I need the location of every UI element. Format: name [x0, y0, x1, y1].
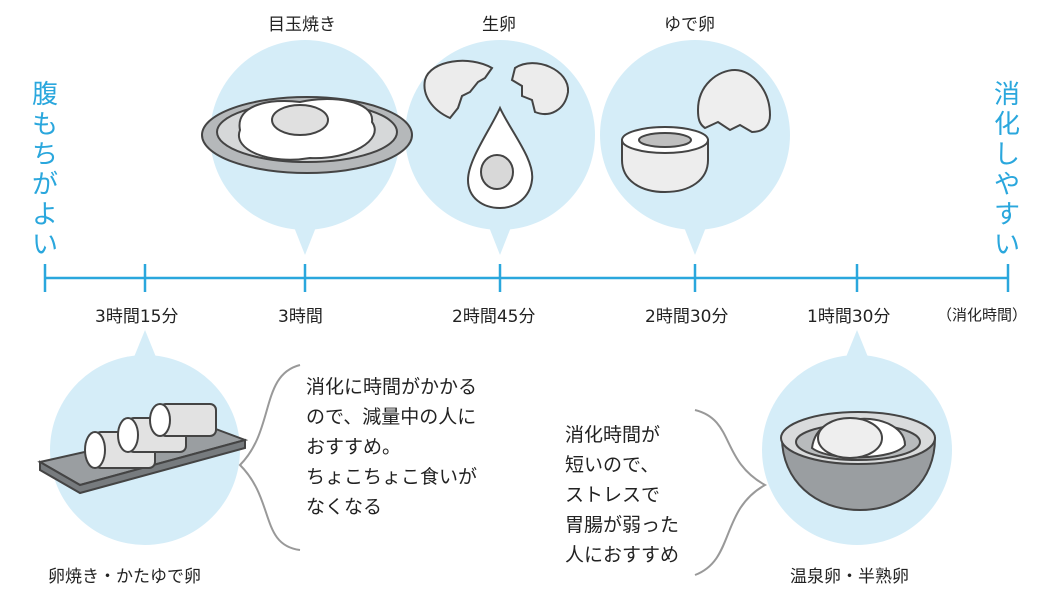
boiled-egg-icon	[621, 68, 772, 194]
top-item-name: 生卵	[482, 15, 516, 35]
rolled-omelet-icon	[37, 403, 249, 495]
tick-label: 1時間30分	[807, 307, 891, 327]
tick-label: 3時間	[278, 307, 323, 327]
fried-egg-icon	[201, 96, 413, 174]
onsen-egg-icon	[780, 411, 937, 512]
axis-left-label: 腹もちがよい	[31, 80, 58, 260]
note-onsen-egg: 消化時間が 短いので、 ストレスで 胃腸が弱った 人におすすめ	[565, 424, 680, 566]
bottom-item-name: 温泉卵・半熟卵	[790, 567, 909, 587]
axis-unit-label: （消化時間）	[937, 306, 1028, 324]
bottom-item-name: 卵焼き・かたゆで卵	[48, 567, 201, 587]
top-item-name: 目玉焼き	[268, 15, 336, 35]
tick-label: 2時間30分	[645, 307, 729, 327]
raw-egg-icon	[423, 59, 570, 210]
note-bracket-left	[238, 364, 301, 551]
tick-label: 2時間45分	[452, 307, 536, 327]
time-axis	[43, 264, 1010, 292]
note-bracket-right	[694, 409, 768, 576]
top-item-name: ゆで卵	[664, 15, 715, 35]
axis-right-label: 消化しやすい	[993, 80, 1020, 260]
note-rolled-omelet: 消化に時間がかかる ので、減量中の人に おすすめ。 ちょこちょこ食いが なくなる	[306, 376, 478, 518]
tick-label: 3時間15分	[95, 307, 179, 327]
